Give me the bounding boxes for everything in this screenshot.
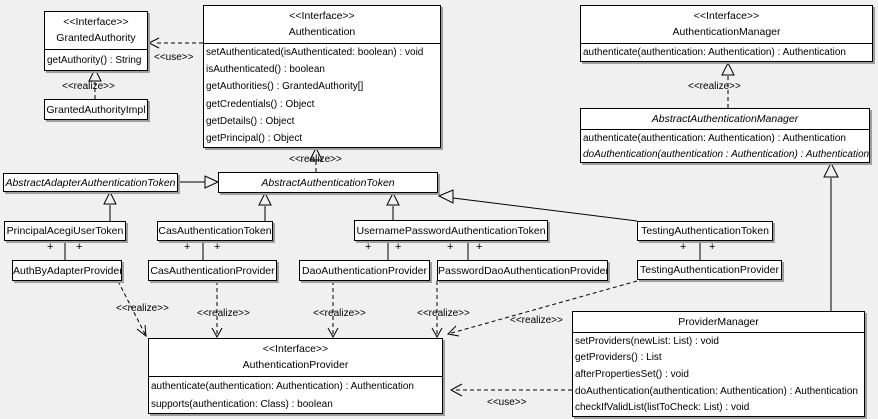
class-name: CasAuthenticationProvider [150,264,275,277]
class-name: ProviderManager [573,312,864,333]
class-name: AbstractAuthenticationManager [581,109,869,130]
class-name: UsernamePasswordAuthenticationToken [356,224,546,237]
association-plus: + [447,241,454,253]
method-label: checkIfValidList(listToCheck: List) : vo… [575,402,750,414]
method-label: setAuthenticated(isAuthenticated: boolea… [206,47,424,59]
method-label: authenticate(authentication: Authenticat… [151,380,414,392]
realize-label: <<realize>> [62,81,115,92]
class-name: TestingAuthenticationProvider [640,264,779,276]
generalization-edge-principal-token [103,190,117,221]
class-box-authentication-manager: <<Interface>> AuthenticationManager auth… [580,5,873,62]
realize-label: <<realize>> [417,308,470,319]
class-box-principal-acegi-user-token: PrincipalAcegiUserToken [4,221,126,241]
class-header: <<Interface>> AuthenticationManager [581,6,872,44]
class-name: CasAuthenticationToken [158,225,272,237]
method-label: doAuthentication(authentication : Authen… [583,148,869,160]
realize-edge-abstractauthenticationmanager [721,61,735,108]
class-name: TestingAuthenticationToken [641,225,769,237]
association-plus: + [395,241,402,253]
class-name: AuthenticationProvider [242,359,349,371]
class-name: Authentication [288,26,356,38]
stereotype-label: <<Interface>> [63,16,129,28]
generalization-edge-cas-token [258,191,272,221]
method-label: getPrincipal() : Object [206,132,303,144]
class-box-cas-authentication-provider: CasAuthenticationProvider [148,260,277,281]
realize-label: <<realize>> [289,154,342,165]
class-name: AbstractAuthenticationToken [261,176,395,189]
association-plus: + [365,241,372,253]
stereotype-label: <<Interface>> [262,343,329,355]
realize-label: <<realize>> [510,315,563,326]
realize-edge-abstractauthenticationtoken [309,146,323,172]
class-header: <<Interface>> AuthenticationProvider [149,339,442,377]
stereotype-label: <<Interface>> [289,10,355,22]
association-plus: + [709,241,716,253]
association-plus: + [184,241,191,253]
generalization-edge-usernamepassword-token [386,191,400,220]
class-box-authentication-provider: <<Interface>> AuthenticationProvider aut… [148,338,443,414]
class-name: AbstractAdapterAuthenticationToken [5,176,176,189]
association-plus: + [680,241,687,253]
realize-edge-grantedauthorityimpl [88,67,102,99]
realize-label: <<realize>> [116,303,169,314]
method-label: getDetails() : Object [206,115,295,127]
method-label: setProviders(newList: List) : void [575,335,719,347]
class-box-testing-authentication-provider: TestingAuthenticationProvider [637,260,782,280]
use-edge-providermanager-authenticationprovider [449,383,572,397]
method-label: doAuthentication(authentication: Authent… [575,385,858,397]
class-header: <<Interface>> GrantedAuthority [45,12,147,50]
realize-label: <<realize>> [313,308,366,319]
association-plus: + [476,241,483,253]
method-label: authenticate(authentication: Authenticat… [583,132,846,144]
generalization-edge-adapter-token [179,175,220,189]
class-box-auth-by-adapter-provider: AuthByAdapterProvider [12,260,122,281]
method-label: getProviders() : List [575,352,662,364]
class-name: GrantedAuthorityImpl [46,103,146,116]
association-plus: + [76,241,83,253]
class-name: PasswordDaoAuthenticationProvider [438,264,607,277]
method-label: afterPropertiesSet() : void [575,368,689,380]
class-name: PrincipalAcegiUserToken [6,225,124,237]
association-plus: + [214,241,221,253]
association-plus: + [47,241,54,253]
class-box-provider-manager: ProviderManager setProviders(newList: Li… [572,311,865,417]
realize-edges-providers [117,280,638,339]
class-box-testing-authentication-token: TestingAuthenticationToken [637,221,773,241]
class-box-cas-authentication-token: CasAuthenticationToken [157,221,273,241]
class-box-granted-authority: <<Interface>> GrantedAuthority getAuthor… [44,11,148,71]
use-label: <<use>> [154,52,194,63]
method-label: isAuthenticated() : boolean [206,64,325,76]
class-box-dao-authentication-provider: DaoAuthenticationProvider [299,260,430,281]
class-box-password-dao-authentication-provider: PasswordDaoAuthenticationProvider [437,260,608,281]
method-label: supports(authentication: Class) : boolea… [151,398,333,410]
method-label: getAuthorities() : GrantedAuthority[] [206,81,364,93]
stereotype-label: <<Interface>> [693,10,760,22]
class-name: AuthenticationManager [672,26,781,38]
realize-label: <<realize>> [688,81,741,92]
class-name: AuthByAdapterProvider [13,264,121,277]
class-box-abstract-authentication-manager: AbstractAuthenticationManager authentica… [580,108,870,163]
class-box-granted-authority-impl: GrantedAuthorityImpl [44,99,148,120]
class-box-abstract-authentication-token: AbstractAuthenticationToken [218,172,438,193]
class-box-abstract-adapter-authentication-token: AbstractAdapterAuthenticationToken [3,173,178,192]
method-label: authenticate(authentication: Authenticat… [583,47,846,58]
class-box-authentication: <<Interface>> Authentication setAuthenti… [203,5,441,148]
class-name: DaoAuthenticationProvider [302,264,427,277]
generalization-edge-testing-token [437,189,638,222]
method-label: getCredentials() : Object [206,98,315,110]
generalization-edge-providermanager [823,161,839,311]
class-header: <<Interface>> Authentication [204,6,440,44]
use-edge-authentication-grantedauthority [147,37,203,49]
association-edges-token-provider [64,241,701,260]
class-name: GrantedAuthority [56,32,136,44]
realize-label: <<realize>> [197,308,250,319]
method-label: getAuthority() : String [47,54,142,66]
class-box-username-password-authentication-token: UsernamePasswordAuthenticationToken [354,220,548,241]
use-label: <<use>> [487,397,527,408]
